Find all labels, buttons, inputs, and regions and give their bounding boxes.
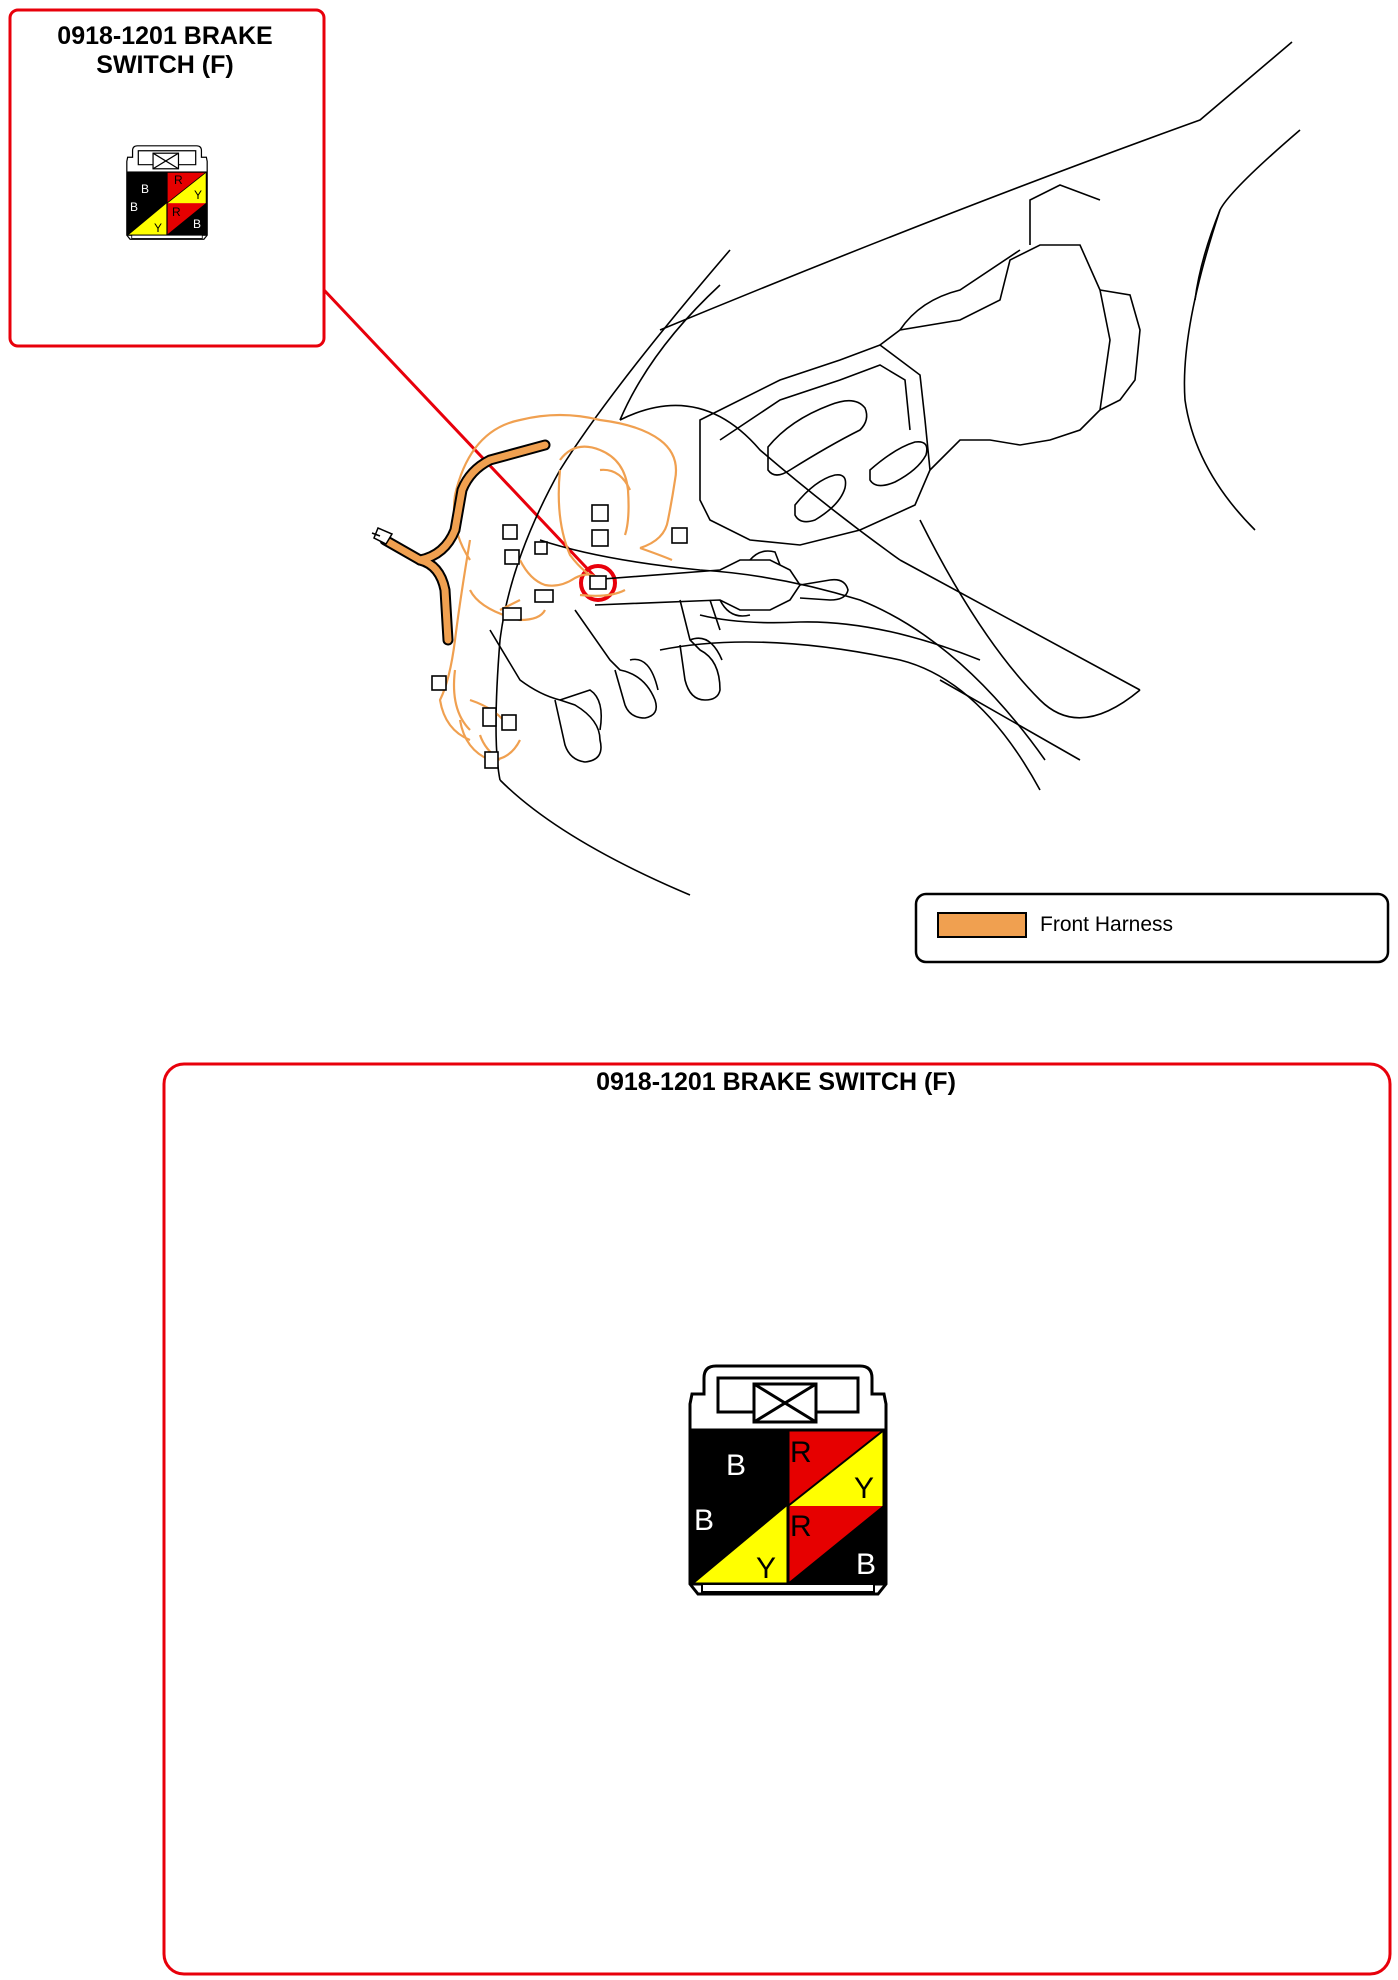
inset-pin-label: R [174, 173, 183, 187]
inset-pin-label: B [141, 182, 149, 196]
connector-block [482, 707, 497, 727]
inset-pin-labels: B R Y B Y R B [130, 173, 202, 235]
inset-pin-label: Y [154, 221, 162, 235]
pin-label: B [856, 1548, 876, 1581]
inset-title: 0918-1201 BRAKE SWITCH (F) [57, 22, 273, 79]
connector-location-marker [579, 564, 617, 602]
connector-block [534, 589, 554, 603]
inset-pin-label: B [130, 200, 138, 214]
pin-label: R [790, 1510, 812, 1543]
connector-block [501, 714, 517, 731]
callout-leader-line [322, 288, 600, 582]
legend-swatch-front-harness [937, 912, 1027, 938]
connector-block [591, 529, 609, 547]
connector-block [671, 527, 688, 544]
vehicle-dashboard-drawing [489, 41, 1301, 896]
detail-title: 0918-1201 BRAKE SWITCH (F) [596, 1068, 956, 1096]
connector-block [591, 504, 609, 522]
detail-pin-labels: B R Y B Y R B [694, 1436, 876, 1585]
inset-pin-label: B [193, 217, 201, 231]
connector-block [502, 524, 518, 540]
legend-box [914, 892, 1390, 964]
inset-callout-frame [8, 8, 326, 348]
detail-panel-frame [162, 1062, 1392, 1976]
pin-label: B [726, 1449, 746, 1482]
pin-label: B [694, 1504, 714, 1537]
front-harness-main-trunk [371, 439, 551, 646]
connector-block [504, 549, 520, 565]
pin-label: R [790, 1436, 812, 1469]
connector-block [431, 675, 447, 691]
inset-pin-label: Y [194, 188, 202, 202]
harness-connectors [431, 504, 688, 769]
pin-label: Y [854, 1472, 874, 1505]
connector-block [502, 607, 522, 621]
inset-pin-label: R [172, 205, 181, 219]
pin-label: Y [756, 1552, 776, 1585]
legend-label: Front Harness [1040, 913, 1174, 936]
connector-block [484, 751, 499, 769]
connector-block [589, 575, 607, 590]
connector-block [534, 541, 548, 555]
